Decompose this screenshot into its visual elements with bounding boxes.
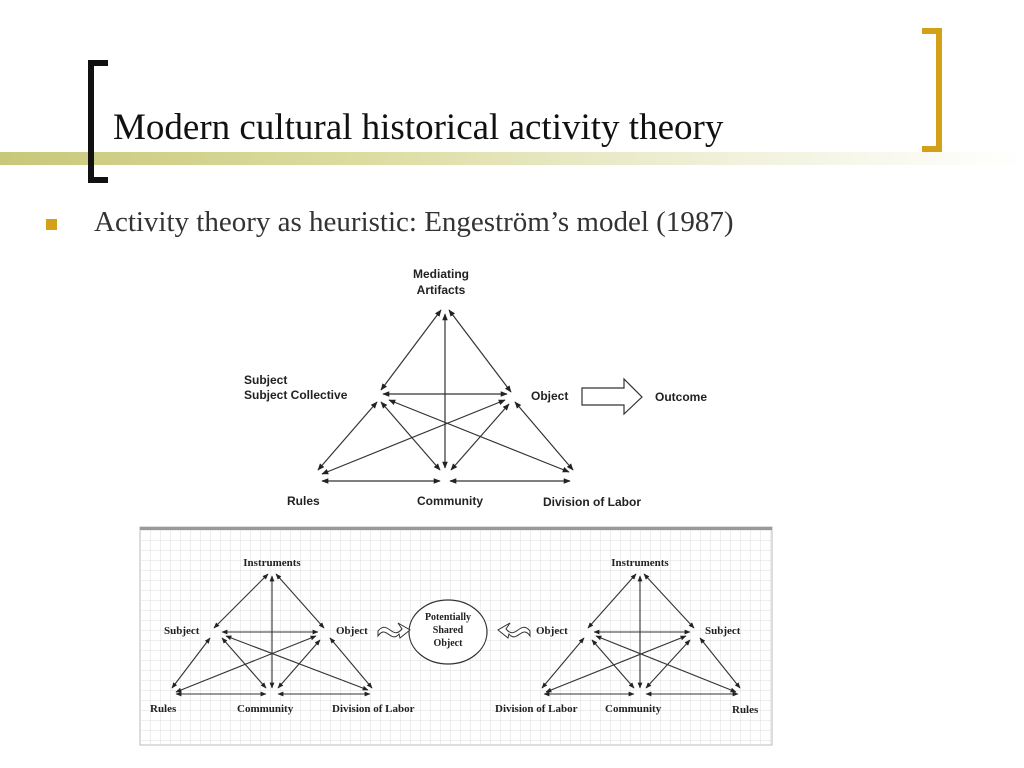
- edge-object-division: [514, 401, 574, 471]
- right-label-community: Community: [605, 703, 662, 715]
- edge-artifacts-subject: [380, 309, 442, 391]
- right-label-object: Object: [536, 625, 568, 637]
- label-subject-line2: Subject Collective: [244, 388, 348, 402]
- left-label-rules: Rules: [150, 703, 177, 715]
- slide-title: Modern cultural historical activity theo…: [113, 107, 724, 148]
- right-squiggle-arrow-icon: [497, 622, 531, 639]
- shared-label-line1: Potentially: [425, 612, 471, 623]
- label-object: Object: [531, 389, 568, 403]
- bullet-text: Activity theory as heuristic: Engeström’…: [94, 206, 734, 238]
- edge-artifacts-object: [448, 309, 512, 393]
- shared-object-ellipse: [408, 599, 488, 665]
- right-label-division-of-labor: Division of Labor: [495, 703, 578, 715]
- label-community: Community: [417, 494, 483, 508]
- left-label-subject: Subject: [164, 625, 200, 637]
- label-mediating-line2: Artifacts: [417, 283, 466, 297]
- left-edge-object-community: [277, 639, 321, 689]
- right-edge-subject-rules: [699, 637, 741, 689]
- right-label-instruments: Instruments: [611, 557, 669, 569]
- edge-object-rules: [321, 399, 506, 475]
- left-label-object: Object: [336, 625, 368, 637]
- right-bracket-decoration: [922, 28, 942, 152]
- label-division-of-labor: Division of Labor: [543, 495, 641, 509]
- figure-top-shade: [140, 527, 772, 530]
- left-label-community: Community: [237, 703, 294, 715]
- right-label-subject: Subject: [705, 625, 741, 637]
- label-mediating-line1: Mediating: [413, 267, 469, 281]
- left-bracket-decoration: [88, 60, 108, 183]
- edge-object-community: [450, 403, 510, 471]
- right-edge-instruments-object: [587, 573, 637, 629]
- left-edge-instruments-object: [275, 573, 325, 629]
- shared-label-line3: Object: [434, 638, 464, 649]
- edge-subject-rules: [317, 401, 378, 471]
- title-underline-bar: [0, 152, 1024, 165]
- engestrom-triangle-diagram: [317, 309, 574, 484]
- left-label-division-of-labor: Division of Labor: [332, 703, 415, 715]
- shared-label-line2: Shared: [433, 625, 464, 636]
- right-activity-system: [541, 573, 741, 697]
- left-edge-object-division: [329, 637, 373, 689]
- outcome-arrow-icon: [581, 377, 643, 416]
- left-squiggle-arrow-icon: [377, 622, 411, 639]
- left-label-instruments: Instruments: [243, 557, 301, 569]
- left-activity-system: [171, 573, 373, 697]
- right-label-rules: Rules: [732, 704, 759, 716]
- right-edge-instruments-subject: [643, 573, 695, 629]
- label-rules: Rules: [287, 494, 320, 508]
- square-bullet-icon: [46, 219, 57, 230]
- label-outcome: Outcome: [655, 390, 707, 404]
- label-subject-line1: Subject: [244, 373, 287, 387]
- left-edge-instruments-subject: [213, 573, 269, 629]
- edge-subject-community: [380, 401, 441, 471]
- right-edge-subject-community: [645, 639, 691, 689]
